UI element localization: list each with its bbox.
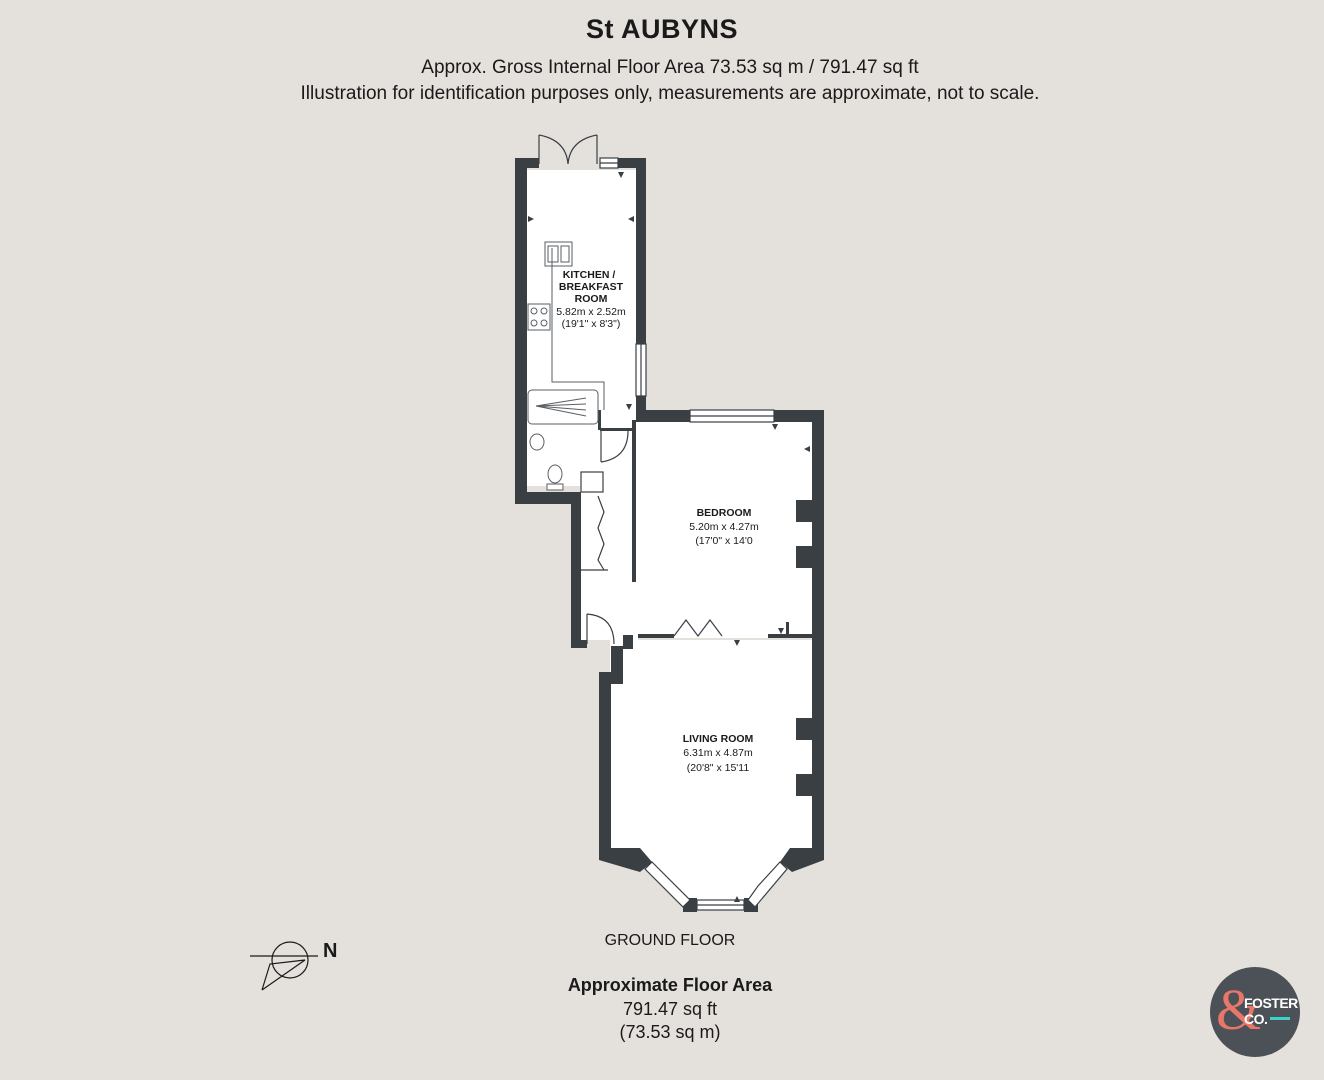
room-label-kitchen: KITCHEN / BREAKFAST ROOM 5.82m x 2.52m (… — [556, 269, 626, 330]
svg-text:LIVING ROOM: LIVING ROOM — [683, 733, 754, 745]
area-summary-sqft: 791.47 sq ft — [622, 999, 718, 1019]
kitchen-fittings — [527, 241, 605, 410]
walls — [515, 158, 824, 912]
logo-text-line1: FOSTER — [1244, 995, 1298, 1011]
svg-text:6.31m x 4.87m: 6.31m x 4.87m — [683, 747, 753, 759]
compass-icon — [250, 941, 318, 991]
windows — [599, 157, 788, 911]
svg-text:5.20m x 4.27m: 5.20m x 4.27m — [689, 521, 759, 533]
floor-name: GROUND FLOOR — [604, 932, 736, 949]
logo-accent-bar — [1270, 1017, 1290, 1020]
gross-area-line: Approx. Gross Internal Floor Area 73.53 … — [421, 57, 919, 78]
logo-text-line2: CO. — [1244, 1011, 1268, 1027]
wardrobe — [580, 471, 608, 571]
plan-title: St AUBYNS — [585, 14, 738, 44]
doors — [586, 430, 723, 645]
room-label-living-room: LIVING ROOM 6.31m x 4.87m (20'8" x 15'11 — [683, 733, 754, 774]
french-doors — [538, 134, 598, 165]
disclaimer-line: Illustration for identification purposes… — [300, 83, 1040, 104]
north-label: N — [323, 940, 338, 962]
svg-text:5.82m x 2.52m: 5.82m x 2.52m — [556, 306, 626, 318]
area-summary-sqm: (73.53 sq m) — [619, 1022, 721, 1042]
bathroom-fittings — [527, 389, 599, 491]
svg-text:(19'1" x 8'3"): (19'1" x 8'3") — [562, 318, 621, 330]
room-label-bedroom: BEDROOM 5.20m x 4.27m (17'0" x 14'0 — [689, 507, 759, 547]
svg-text:KITCHEN /: KITCHEN / — [563, 269, 616, 281]
svg-text:(17'0" x 14'0: (17'0" x 14'0 — [695, 535, 753, 547]
svg-text:ROOM: ROOM — [575, 293, 608, 305]
logo-ampersand: & — [1216, 977, 1262, 1042]
svg-text:(20'8" x 15'11: (20'8" x 15'11 — [687, 762, 750, 774]
company-logo: & FOSTER CO. — [1210, 967, 1300, 1057]
area-summary-title: Approximate Floor Area — [567, 975, 773, 995]
dimension-ticks — [528, 172, 810, 902]
svg-text:BEDROOM: BEDROOM — [697, 507, 752, 519]
svg-text:BREAKFAST: BREAKFAST — [559, 281, 624, 293]
